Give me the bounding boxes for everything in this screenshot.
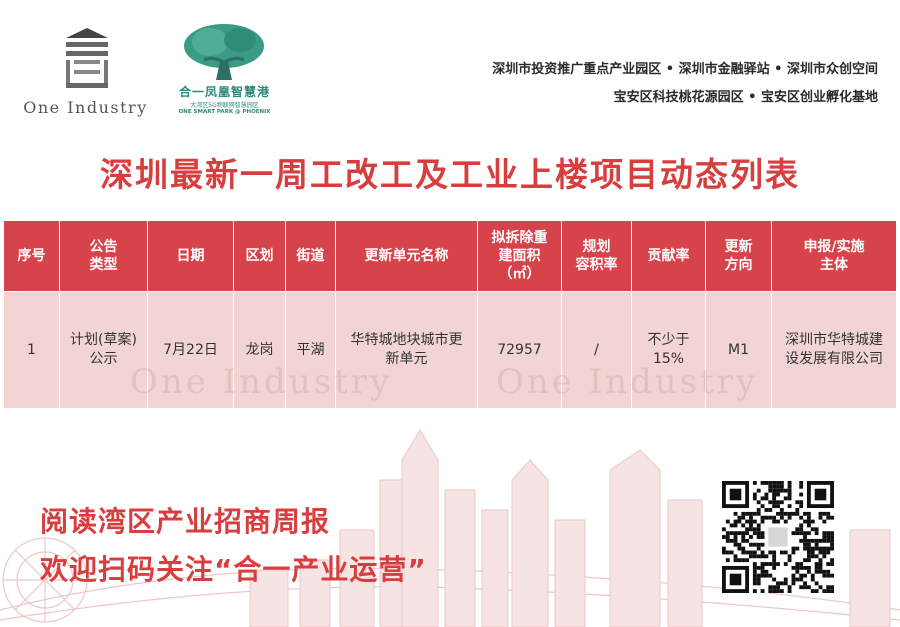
phoenix-park-subtitle-en: ONE SMART PARK @ PHOENIX — [178, 109, 271, 115]
table-cell: 华特城地块城市更新单元 — [335, 291, 478, 409]
phoenix-park-subtitle-cn: 大湾区5G物联网智慧园区 — [190, 102, 259, 109]
table-cell: / — [561, 291, 632, 409]
column-header: 公告类型 — [59, 220, 148, 292]
one-industry-wordmark: One Industry — [23, 98, 148, 117]
column-header: 街道 — [285, 220, 336, 292]
city-skyline-illustration — [0, 429, 900, 627]
column-header: 更新单元名称 — [335, 220, 478, 292]
column-header: 区划 — [233, 220, 286, 292]
phoenix-park-logo: 合一凤凰智慧港 大湾区5G物联网智慧园区 ONE SMART PARK @ PH… — [172, 22, 277, 122]
column-header: 更新方向 — [705, 220, 772, 292]
column-header: 贡献率 — [631, 220, 706, 292]
tagline-line-1: 深圳市投资推广重点产业园区 • 深圳市金融驿站 • 深圳市众创空间 — [492, 62, 878, 77]
table-cell: 1 — [3, 291, 60, 409]
qr-code[interactable] — [722, 481, 834, 593]
tagline-line-2: 宝安区科技桃花源园区 • 宝安区创业孵化基地 — [613, 90, 878, 105]
table-cell: 7月22日 — [147, 291, 234, 409]
one-industry-logo: One Industry — [18, 28, 153, 123]
table-cell: M1 — [705, 291, 772, 409]
phoenix-park-name: 合一凤凰智慧港 — [178, 85, 270, 99]
table-cell: 龙岗 — [233, 291, 286, 409]
column-header: 序号 — [3, 220, 60, 292]
header-taglines: 深圳市投资推广重点产业园区 • 深圳市金融驿站 • 深圳市众创空间 宝安区科技桃… — [492, 56, 878, 112]
one-industry-logo-icon — [66, 28, 108, 88]
table-cell: 72957 — [477, 291, 562, 409]
page-title: 深圳最新一周工改工及工业上楼项目动态列表 — [100, 155, 800, 194]
tree-icon — [184, 24, 264, 80]
bottom-slogan-line-1: 阅读湾区产业招商周报 — [40, 505, 331, 538]
table-cell: 深圳市华特城建设发展有限公司 — [771, 291, 897, 409]
table-header-row: 序号公告类型日期区划街道更新单元名称拟拆除重建面积（㎡）规划容积率贡献率更新方向… — [3, 220, 897, 292]
bottom-slogan-line-2: 欢迎扫码关注“合一产业运营” — [40, 553, 427, 586]
column-header: 规划容积率 — [561, 220, 632, 292]
column-header: 申报/实施主体 — [771, 220, 897, 292]
column-header: 日期 — [147, 220, 234, 292]
column-header: 拟拆除重建面积（㎡） — [477, 220, 562, 292]
project-table: 序号公告类型日期区划街道更新单元名称拟拆除重建面积（㎡）规划容积率贡献率更新方向… — [3, 220, 897, 409]
table-cell: 计划(草案)公示 — [59, 291, 148, 409]
table-cell: 平湖 — [285, 291, 336, 409]
